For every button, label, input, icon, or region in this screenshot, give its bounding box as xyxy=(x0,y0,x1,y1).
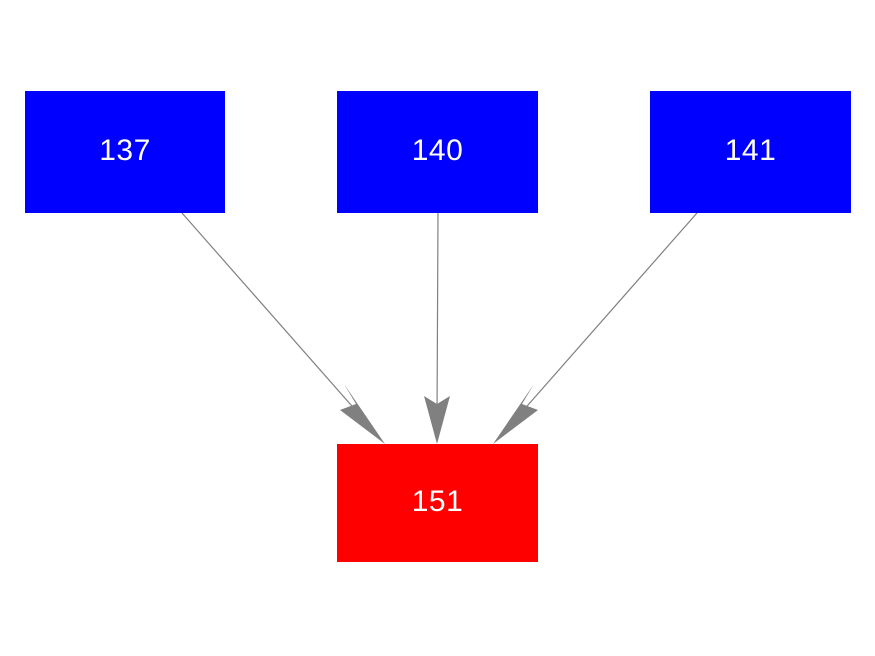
edge-137-to-151 xyxy=(181,212,385,444)
edge-line-141-151 xyxy=(505,212,698,431)
node-141-label: 141 xyxy=(724,134,777,167)
node-151[interactable]: 151 xyxy=(337,444,538,562)
edge-line-140-151 xyxy=(436,212,439,421)
arrowhead-137-151 xyxy=(340,384,385,444)
arrowhead-141-151 xyxy=(493,384,538,444)
node-137[interactable]: 137 xyxy=(25,91,225,213)
arrowhead-140-151 xyxy=(424,396,450,444)
edge-141-to-151 xyxy=(493,212,698,444)
node-140[interactable]: 140 xyxy=(337,91,538,213)
node-141[interactable]: 141 xyxy=(650,91,851,213)
node-151-label: 151 xyxy=(411,485,464,518)
node-137-label: 137 xyxy=(99,134,151,167)
node-140-label: 140 xyxy=(411,134,464,167)
edge-line-137-151 xyxy=(181,212,374,431)
edge-140-to-151 xyxy=(424,212,450,444)
